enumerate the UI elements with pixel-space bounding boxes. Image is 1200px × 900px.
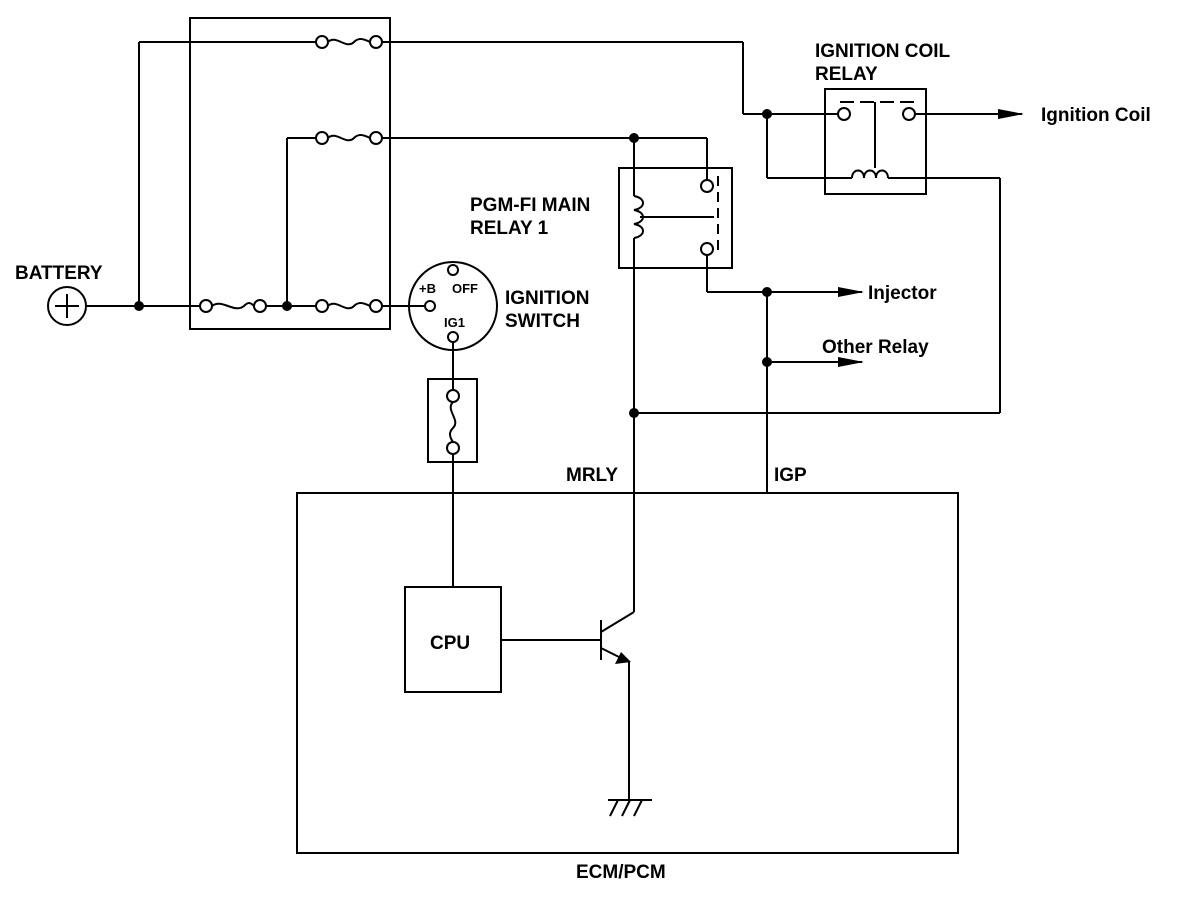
ignition-coil-label: Ignition Coil <box>1041 105 1151 126</box>
ignition-coil-relay-box <box>824 88 927 195</box>
main-fuse <box>199 299 316 313</box>
ignition-switch-label-line1: IGNITION <box>505 288 589 309</box>
switch-label-ig1: IG1 <box>444 315 465 330</box>
switch-label-b: +B <box>419 281 436 296</box>
cpu-label: CPU <box>430 633 470 654</box>
fuse-box <box>189 17 391 330</box>
ignition-coil-relay-internals <box>837 101 1000 179</box>
driver-transistor <box>600 413 635 800</box>
other-relay-label: Other Relay <box>822 337 929 358</box>
top-fuse <box>139 35 743 49</box>
ground-icon <box>608 799 652 817</box>
ignition-fuse <box>315 299 424 313</box>
ignition-switch-label-line2: SWITCH <box>505 311 580 332</box>
ecm-pcm-box <box>296 492 959 854</box>
mrly-label: MRLY <box>566 465 618 486</box>
ignition-coil-relay-label-line1: IGNITION COIL <box>815 41 951 62</box>
ecm-fuse <box>427 378 478 587</box>
switch-label-off: OFF <box>452 281 478 296</box>
pgm-fi-label-line1: PGM-FI MAIN <box>470 195 590 216</box>
pgm-fi-label-line2: RELAY 1 <box>470 218 549 239</box>
pgm-fi-relay-internals <box>629 133 719 413</box>
injector-label: Injector <box>868 283 937 304</box>
pgm-fi-main-relay-box <box>618 167 733 269</box>
middle-fuse <box>286 131 634 306</box>
battery-label: BATTERY <box>15 263 103 284</box>
battery-symbol <box>47 286 87 326</box>
ecm-pcm-label: ECM/PCM <box>576 862 666 883</box>
igp-label: IGP <box>774 465 807 486</box>
ignition-coil-relay-label-line2: RELAY <box>815 64 878 85</box>
ignition-switch <box>408 261 498 390</box>
